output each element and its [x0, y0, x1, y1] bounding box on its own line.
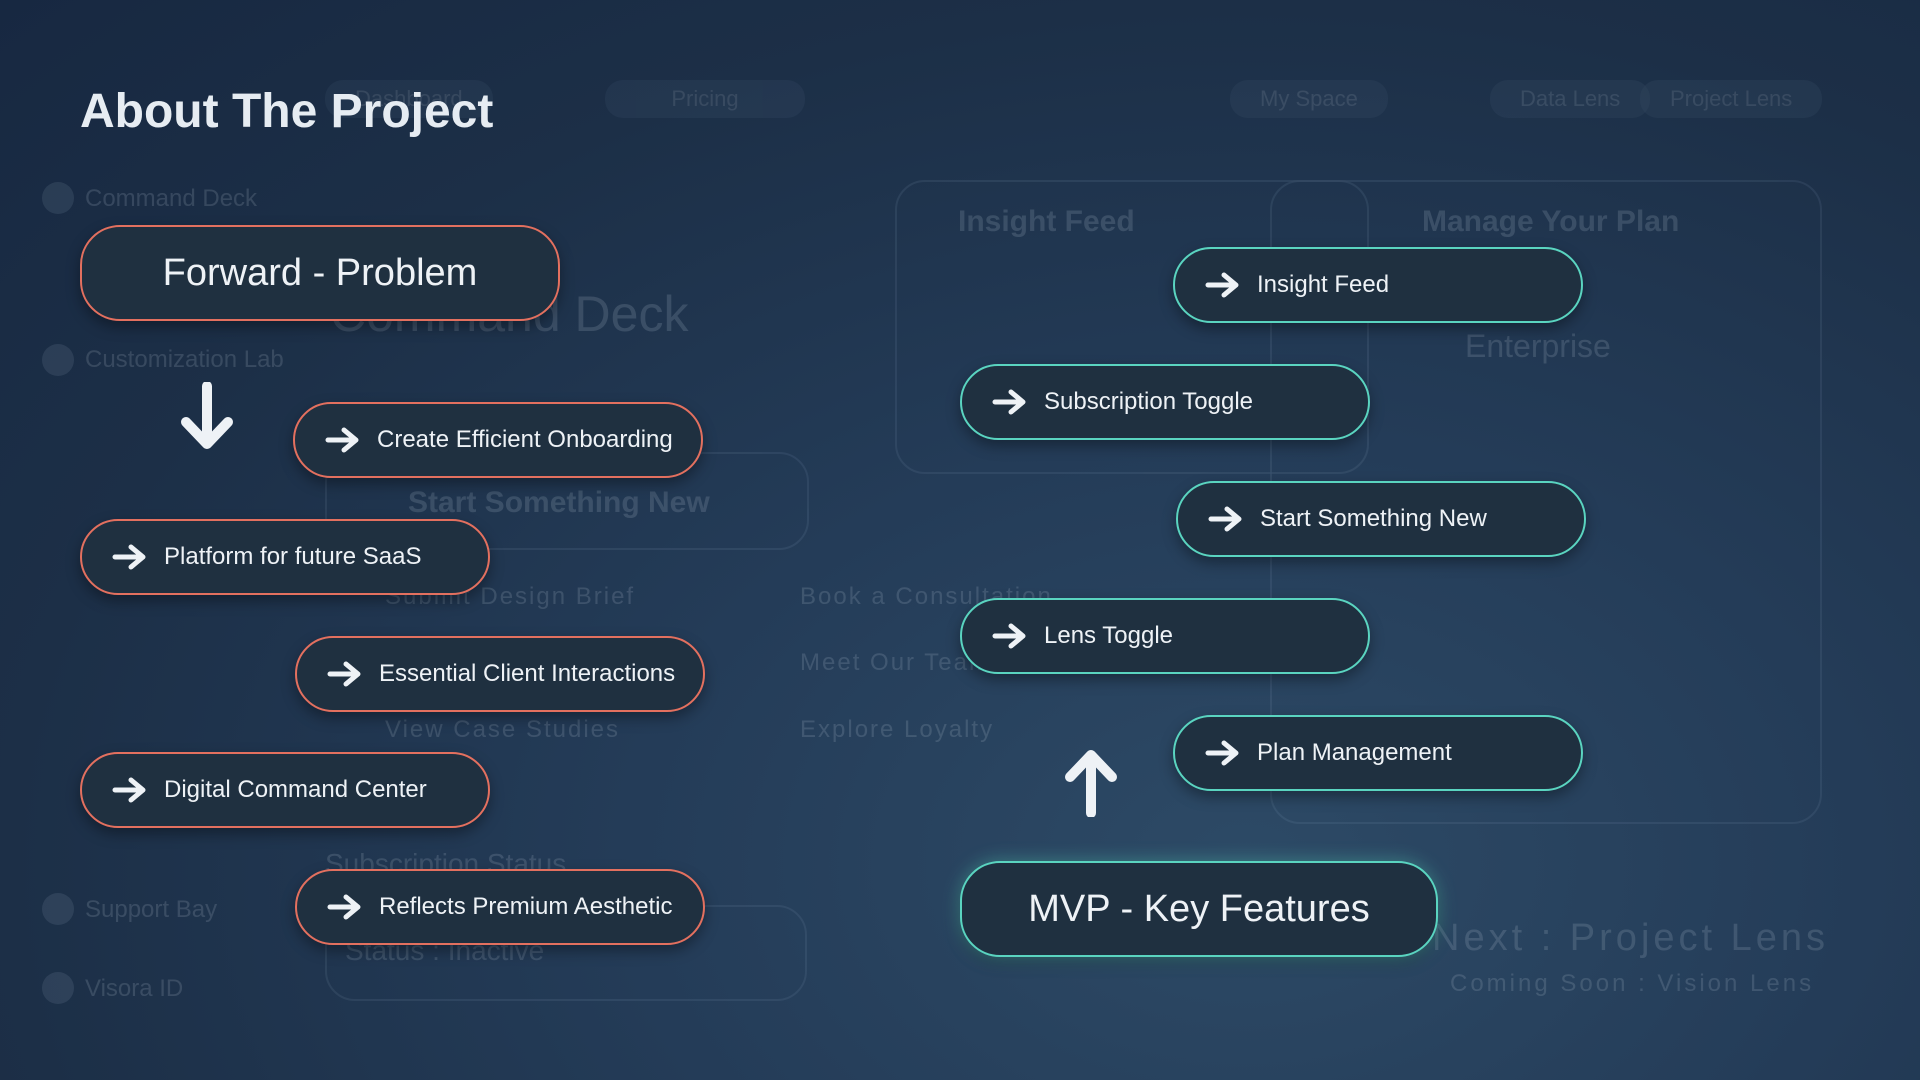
bg-sidebar-customization-lab: Customization Lab [85, 346, 284, 373]
bg-next: Next : Project Lens [1432, 917, 1830, 959]
bg-sidebar-icon [42, 972, 74, 1004]
mvp-item-lens-toggle: Lens Toggle [960, 598, 1370, 674]
arrow-right-icon [992, 389, 1026, 415]
mvp-item-subscription-toggle: Subscription Toggle [960, 364, 1370, 440]
bg-sidebar-support-bay: Support Bay [85, 896, 218, 923]
arrow-right-icon [992, 623, 1026, 649]
bg-coming: Coming Soon : Vision Lens [1450, 970, 1815, 997]
mvp-item-label: Subscription Toggle [1044, 388, 1254, 415]
page-title: About The Project [80, 85, 494, 138]
mvp-item-label: Plan Management [1257, 739, 1452, 766]
problem-item-label: Digital Command Center [164, 776, 427, 803]
bg-nav-project-lens: Project Lens [1640, 80, 1823, 118]
bg-link-team: Meet Our Team [800, 649, 991, 676]
mvp-item-label: Insight Feed [1257, 271, 1390, 298]
problem-item-label: Reflects Premium Aesthetic [379, 893, 673, 920]
bg-sidebar-visora-id: Visora ID [85, 975, 184, 1002]
problem-item-label: Essential Client Interactions [379, 660, 676, 687]
bg-sidebar-icon [42, 344, 74, 376]
mvp-header-label: MVP - Key Features [1028, 887, 1370, 930]
bg-sidebar-icon [42, 182, 74, 214]
arrow-right-icon [112, 544, 146, 570]
arrow-right-icon [1208, 506, 1242, 532]
problem-item-command-center: Digital Command Center [80, 752, 490, 828]
arrow-right-icon [327, 894, 361, 920]
bg-enterprise: Enterprise [1465, 328, 1611, 364]
arrow-right-icon [327, 661, 361, 687]
bg-sidebar-command-deck: Command Deck [85, 185, 258, 212]
bg-sidebar-icon [42, 893, 74, 925]
mvp-item-plan-management: Plan Management [1173, 715, 1583, 791]
bg-insight-title: Insight Feed [958, 205, 1135, 238]
problem-item-onboarding: Create Efficient Onboarding [293, 402, 703, 478]
arrow-right-icon [325, 427, 359, 453]
arrow-right-icon [112, 777, 146, 803]
bg-start-title: Start Something New [408, 486, 710, 519]
bg-link-case-studies: View Case Studies [385, 716, 620, 743]
mvp-item-insight-feed: Insight Feed [1173, 247, 1583, 323]
arrow-right-icon [1205, 740, 1239, 766]
problem-item-label: Create Efficient Onboarding [377, 426, 673, 453]
mvp-header: MVP - Key Features [960, 861, 1438, 957]
bg-link-loyalty: Explore Loyalty [800, 716, 995, 743]
problem-item-saas: Platform for future SaaS [80, 519, 490, 595]
arrow-down-icon [181, 382, 233, 449]
problem-item-label: Platform for future SaaS [164, 543, 422, 570]
problem-header-label: Forward - Problem [162, 251, 478, 294]
problem-header: Forward - Problem [80, 225, 560, 321]
mvp-item-start-something-new: Start Something New [1176, 481, 1586, 557]
mvp-item-label: Start Something New [1260, 505, 1487, 532]
arrow-up-icon [1065, 750, 1117, 817]
bg-nav-data-lens: Data Lens [1490, 80, 1651, 118]
arrow-right-icon [1205, 272, 1239, 298]
bg-nav-pricing: Pricing [605, 80, 805, 118]
problem-item-client-interactions: Essential Client Interactions [295, 636, 705, 712]
bg-nav-my-space: My Space [1230, 80, 1388, 118]
mvp-item-label: Lens Toggle [1044, 622, 1173, 649]
problem-item-aesthetic: Reflects Premium Aesthetic [295, 869, 705, 945]
bg-plan-title: Manage Your Plan [1422, 205, 1680, 238]
